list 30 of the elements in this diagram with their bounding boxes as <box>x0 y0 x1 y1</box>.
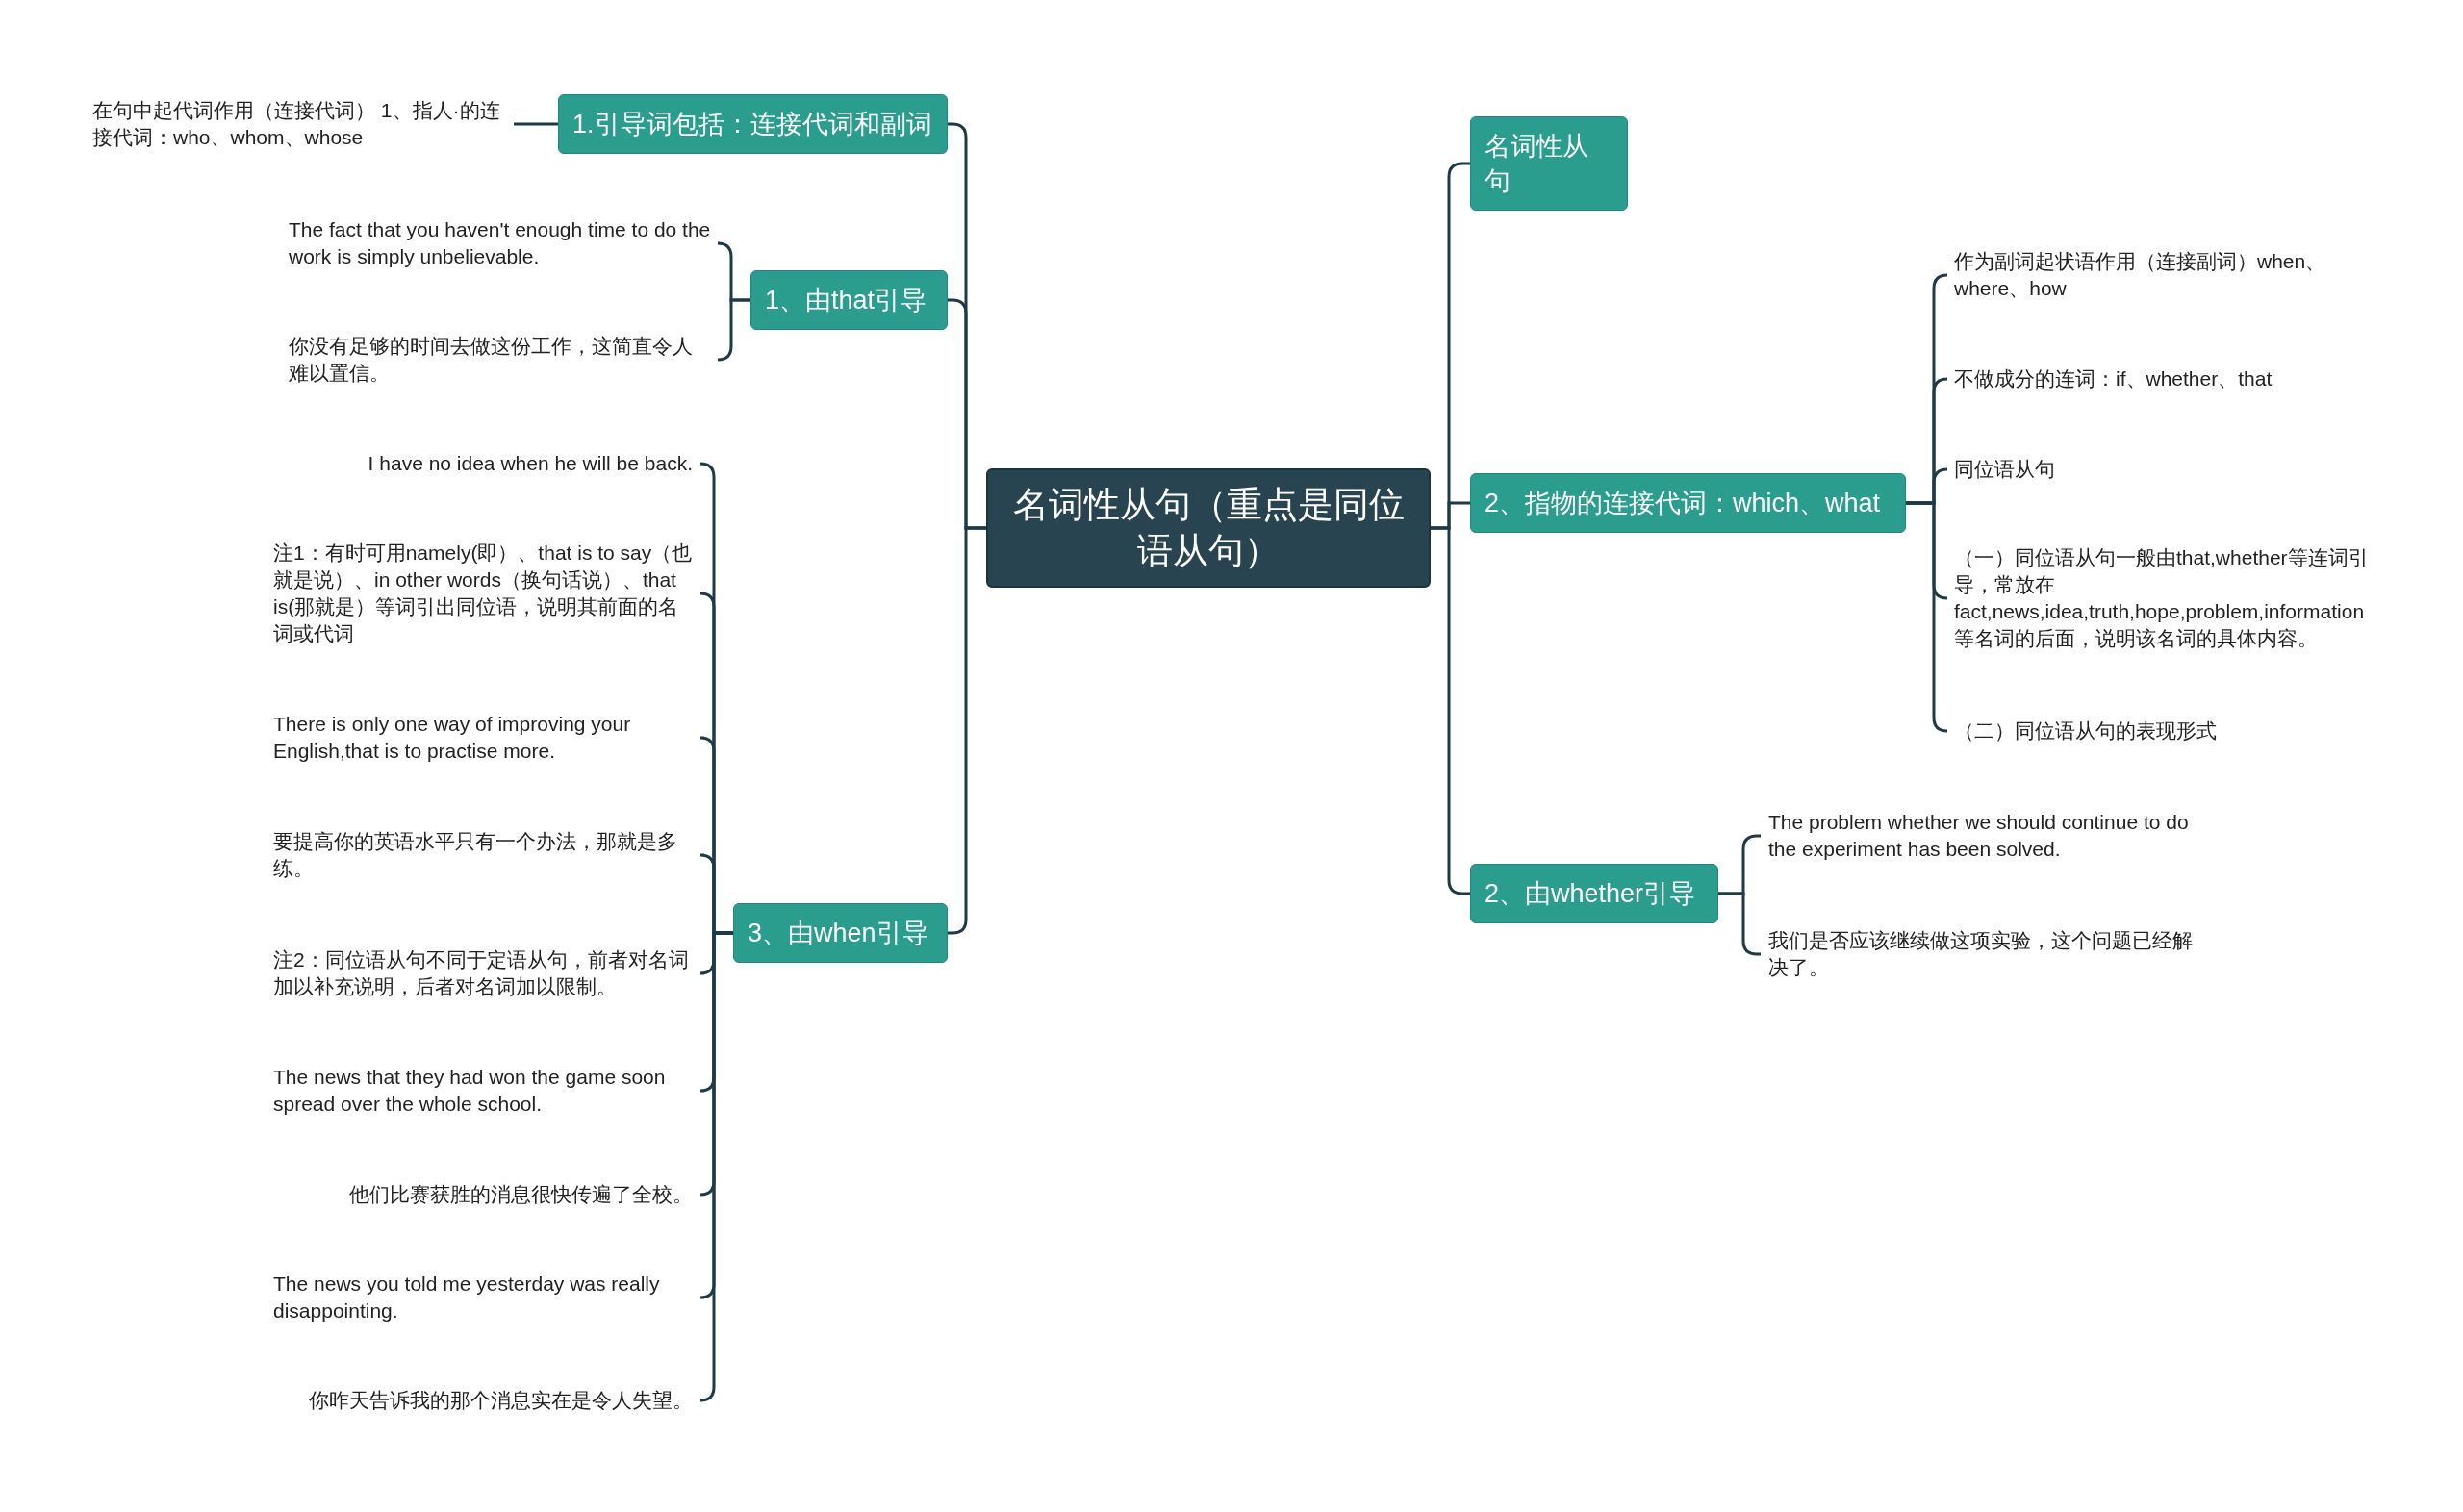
topic-box: 1、由that引导 <box>750 270 948 330</box>
note-text: The news you told me yesterday was really disappointing. <box>273 1271 697 1324</box>
note-text: 你没有足够的时间去做这份工作，这简直令人难以置信。 <box>289 333 712 387</box>
connector-line <box>1906 501 1949 733</box>
topic-box: 3、由when引导 <box>733 903 948 963</box>
topic-box: 1.引导词包括：连接代词和副词 <box>558 94 948 154</box>
note-text: （一）同位语从句一般由that,whether等连词引导，常放在fact,news,idea,truth,hope,problem,information等名词的后面，说明该名词的具体内容。 <box>1954 544 2377 652</box>
note-text: There is only one way of improving your English,that is to practise more. <box>273 711 697 765</box>
note-text: 在句中起代词作用（连接代词） 1、指人·的连接代词：who、whom、whose <box>92 97 506 151</box>
central-topic-box: 名词性从句（重点是同位语从句） <box>986 468 1431 588</box>
note-text: 我们是否应该继续做这项实验，这个问题已经解决了。 <box>1768 927 2201 981</box>
connector-line <box>716 298 750 362</box>
note-text: 要提高你的英语水平只有一个办法，那就是多练。 <box>273 828 697 882</box>
note-text: 同位语从句 <box>1954 456 2377 483</box>
topic-box: 名词性从句 <box>1470 116 1628 211</box>
note-text: The fact that you haven't enough time to do the work is simply unbelievable. <box>289 216 712 270</box>
connector-line <box>1431 526 1470 895</box>
topic-box: 2、指物的连接代词：which、what <box>1470 473 1906 533</box>
note-text: I have no idea when he will be back. <box>289 450 693 477</box>
connector-line <box>514 122 558 126</box>
topic-box: 2、由whether引导 <box>1470 864 1718 923</box>
note-text: 他们比赛获胜的消息很快传遍了全校。 <box>289 1181 693 1208</box>
note-text: 不做成分的连词：if、whether、that <box>1954 365 2377 392</box>
note-text: 注1：有时可用namely(即）、that is to say（也就是说）、in other words（换句话说）、that is(那就是）等词引出同位语，说明其前面的名词或代词 <box>273 540 697 647</box>
note-text: 你昨天告诉我的那个消息实在是令人失望。 <box>279 1387 693 1414</box>
note-text: 作为副词起状语作用（连接副词）when、where、how <box>1954 248 2377 302</box>
note-text: The news that they had won the game soon spread over the whole school. <box>273 1064 697 1118</box>
note-text: The problem whether we should continue to do the experiment has been solved. <box>1768 809 2201 863</box>
note-text: （二）同位语从句的表现形式 <box>1954 718 2377 744</box>
note-text: 注2：同位语从句不同于定语从句，前者对名词加以补充说明，后者对名词加以限制。 <box>273 946 697 1000</box>
